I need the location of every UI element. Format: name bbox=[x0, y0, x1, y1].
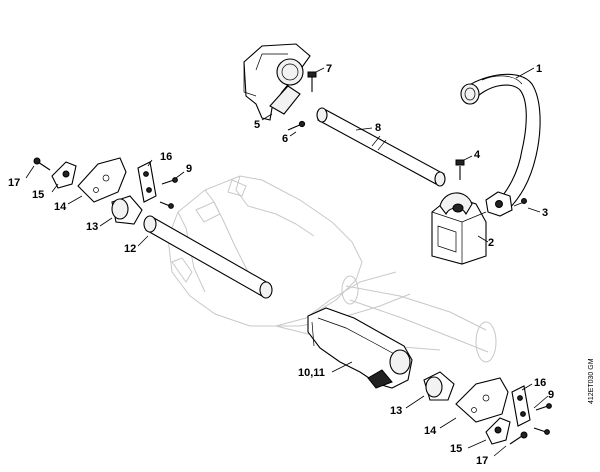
callout-labels: 1 2 3 4 5 6 7 8 9 9 10,11 12 13 13 14 14… bbox=[8, 63, 554, 467]
part-15-washer-left bbox=[51, 161, 77, 189]
callout-7: 7 bbox=[326, 63, 332, 75]
callout-10-11: 10,11 bbox=[298, 367, 325, 379]
part-13-bushing-left bbox=[111, 195, 143, 225]
part-8-upper-tube bbox=[316, 107, 446, 187]
callout-1: 1 bbox=[536, 63, 542, 75]
part-12-lower-tube bbox=[143, 215, 273, 299]
callout-15-left: 15 bbox=[32, 189, 44, 201]
part-14-plate-right bbox=[455, 377, 509, 423]
part-3-clamp-plate-screw bbox=[485, 191, 527, 217]
part-16-clamp-left bbox=[137, 161, 157, 203]
part-4-screw bbox=[455, 159, 465, 180]
callout-9-left: 9 bbox=[186, 163, 192, 175]
part-2-mount-block bbox=[431, 192, 487, 265]
callout-15-right: 15 bbox=[450, 443, 462, 455]
callout-17-left: 17 bbox=[8, 177, 20, 189]
part-9-screws-left bbox=[159, 177, 178, 209]
callout-16-right: 16 bbox=[534, 377, 546, 389]
callout-6: 6 bbox=[282, 133, 288, 145]
part-5-clamp-bracket bbox=[243, 43, 311, 121]
callout-14-left: 14 bbox=[54, 201, 67, 213]
callout-16-left: 16 bbox=[160, 151, 172, 163]
callout-12: 12 bbox=[124, 243, 136, 255]
part-9-screws-right bbox=[533, 403, 552, 435]
callout-14-right: 14 bbox=[424, 425, 437, 437]
part-15-washer-right bbox=[485, 417, 511, 445]
callout-13-left: 13 bbox=[86, 221, 98, 233]
callout-8: 8 bbox=[375, 122, 381, 134]
callout-17-right: 17 bbox=[476, 455, 488, 467]
leader-lines bbox=[25, 67, 549, 457]
part-10-11-grip-handle bbox=[307, 307, 413, 389]
part-16-clamp-right bbox=[511, 385, 531, 427]
callout-13-right: 13 bbox=[390, 405, 402, 417]
part-6-screw bbox=[287, 120, 306, 131]
callout-4: 4 bbox=[474, 149, 481, 161]
document-reference-code: 412ET030 GM bbox=[588, 358, 595, 404]
callout-5: 5 bbox=[254, 119, 260, 131]
callout-3: 3 bbox=[542, 207, 548, 219]
part-13-bushing-right bbox=[423, 371, 455, 401]
callout-2: 2 bbox=[488, 237, 494, 249]
part-7-screw bbox=[307, 71, 317, 92]
part-17-screw-left bbox=[33, 157, 51, 171]
part-1-loop-handle bbox=[460, 73, 541, 213]
callout-9-right: 9 bbox=[548, 389, 554, 401]
part-14-plate-left bbox=[77, 157, 127, 203]
part-17-screw-right bbox=[509, 431, 528, 445]
